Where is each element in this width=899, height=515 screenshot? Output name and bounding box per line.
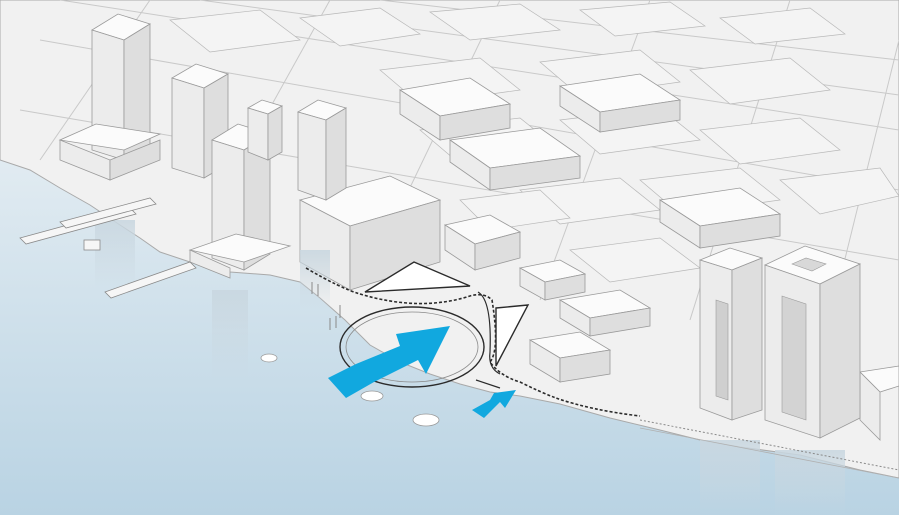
right-towers	[700, 246, 860, 438]
